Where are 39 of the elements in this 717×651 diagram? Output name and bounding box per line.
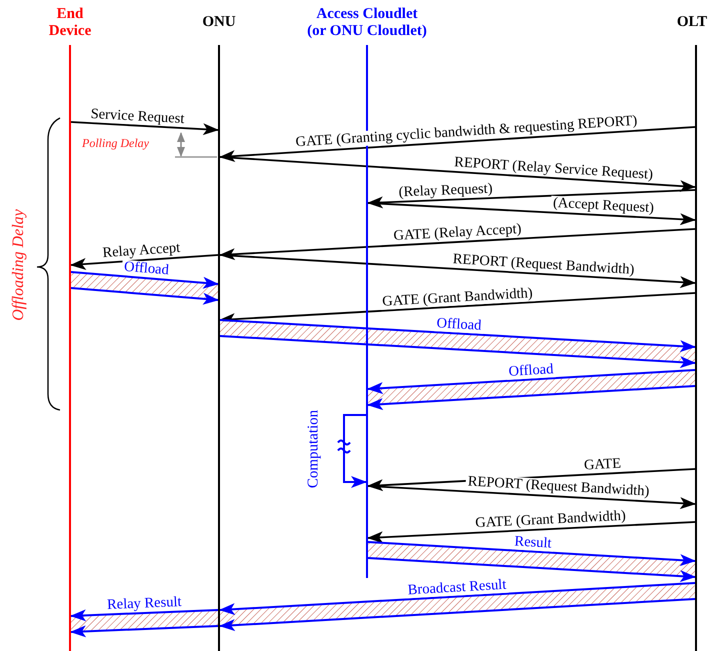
offloading-delay-label: Offloading Delay bbox=[11, 209, 27, 321]
edge-label: Offload bbox=[506, 362, 556, 380]
data-transfer-arrow bbox=[70, 271, 219, 305]
lifeline-header: Access Cloudlet (or ONU Cloudlet) bbox=[306, 6, 428, 40]
edge-label: Result bbox=[512, 534, 554, 552]
lifeline bbox=[366, 45, 368, 578]
arrow bbox=[220, 254, 696, 288]
edge-label: Relay Accept bbox=[100, 240, 182, 262]
edge-label: REPORT (Request Bandwidth) bbox=[450, 252, 637, 278]
edge-label: REPORT (Request Bandwidth) bbox=[465, 474, 652, 500]
edge-label: GATE bbox=[582, 456, 624, 474]
lifeline bbox=[218, 45, 220, 651]
arrow bbox=[220, 156, 696, 192]
edge-label: GATE (Grant Bandwidth) bbox=[379, 286, 535, 310]
data-transfer-arrow bbox=[220, 319, 696, 368]
edge-label: Offload bbox=[434, 316, 484, 334]
arrow bbox=[368, 202, 696, 226]
lifeline bbox=[69, 45, 71, 651]
arrow bbox=[219, 228, 696, 260]
data-transfer-arrow bbox=[367, 369, 696, 410]
lifeline-header: OLT bbox=[676, 14, 708, 31]
arrow bbox=[70, 254, 218, 270]
edge-label: Computation bbox=[306, 409, 322, 488]
arrow bbox=[368, 485, 696, 510]
data-transfer-arrow bbox=[219, 582, 696, 632]
self-arrow bbox=[343, 414, 367, 488]
edge-label: GATE (Grant Bandwidth) bbox=[473, 508, 628, 532]
lifeline bbox=[695, 45, 697, 651]
edge-label: Relay Result bbox=[104, 594, 184, 614]
polling-delay-label: Polling Delay bbox=[82, 136, 149, 151]
lifeline-header: ONU bbox=[201, 14, 237, 31]
arrow bbox=[219, 126, 696, 162]
arrow bbox=[367, 521, 696, 544]
data-transfer-arrow bbox=[70, 609, 218, 638]
arrow bbox=[367, 189, 696, 208]
edge-label: Service Request bbox=[88, 106, 187, 127]
edge-label: Broadcast Result bbox=[404, 577, 508, 598]
lifeline-header: End Device bbox=[48, 6, 92, 40]
arrow bbox=[70, 121, 219, 136]
